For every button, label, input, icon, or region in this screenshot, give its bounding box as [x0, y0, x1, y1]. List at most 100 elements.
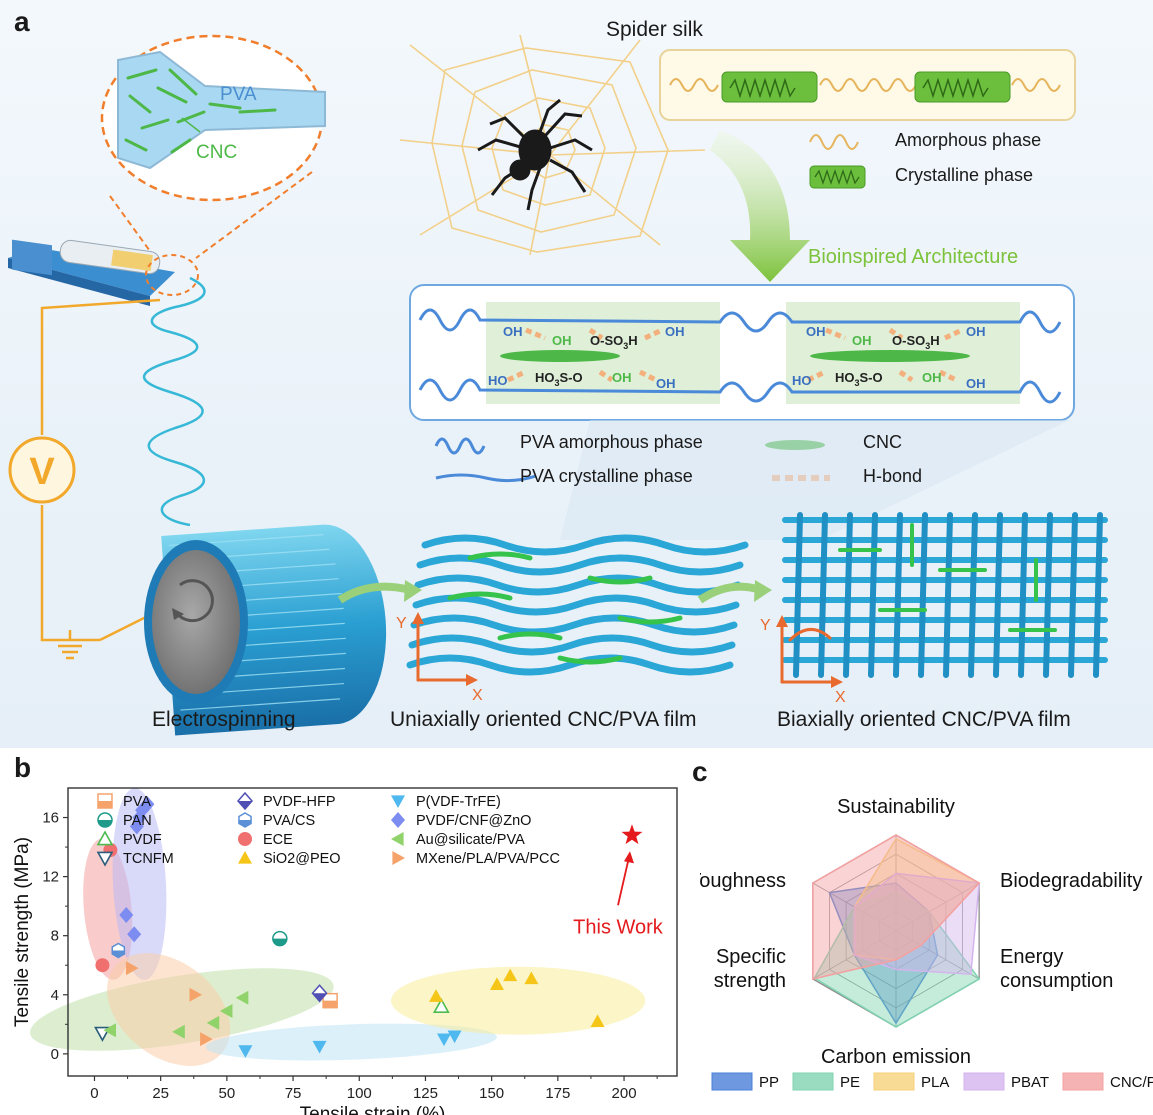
- data-point-mxene-pla-pva-pcc: [125, 961, 139, 976]
- group-ellipse-4: [205, 1023, 497, 1061]
- biaxial-axis-y: Y: [760, 617, 771, 634]
- legend-label: ECE: [263, 832, 293, 848]
- chem-ho3s-1: HO3S-O: [535, 370, 583, 388]
- group-ellipse-3: [107, 953, 231, 1066]
- data-point-pvdf-hfp: [311, 984, 328, 1003]
- chem-oh-10: OH: [966, 376, 986, 391]
- legend-cnc: CNC: [863, 432, 902, 452]
- legend-label: CNC/PVA: [1110, 1074, 1153, 1091]
- data-point-pvdf: [432, 997, 450, 1013]
- legend-label: P(VDF-TrFE): [416, 794, 501, 810]
- step-arrow-1: [337, 582, 411, 604]
- legend-label: Au@silicate/PVA: [416, 832, 525, 848]
- chem-ho-1: HO: [488, 373, 508, 388]
- panel-a: PVA CNC V: [0, 0, 1153, 748]
- data-point-mxene-pla-pva-pcc: [200, 1032, 213, 1047]
- legend-marker: [238, 832, 252, 846]
- spider-icon: [477, 98, 593, 211]
- voltmeter-icon: [8, 436, 76, 504]
- panel-c-label: c: [692, 756, 708, 787]
- chem-oh-1: OH: [503, 324, 523, 339]
- data-point-pan: [272, 930, 288, 947]
- data-point-pvdf-cnf-zno: [140, 796, 155, 813]
- legend-label: PVA: [123, 794, 151, 810]
- data-point-p-vdf-trfe-: [447, 1030, 462, 1044]
- legend-label: PBAT: [1011, 1074, 1049, 1091]
- legend-amorphous-phase: Amorphous phase: [895, 130, 1042, 150]
- radar-series-cnc-pva: [812, 834, 981, 980]
- zoom-pva-label: PVA: [220, 84, 257, 105]
- legend-label: SiO2@PEO: [263, 851, 341, 867]
- legend-swatch: [873, 1072, 915, 1091]
- caption-biaxial: Biaxially oriented CNC/PVA film: [777, 708, 1071, 731]
- chem-oh-3: OH: [665, 324, 685, 339]
- legend-label: TCNFM: [123, 851, 174, 867]
- chem-oh-2: OH: [552, 333, 572, 348]
- x-axis-label: Tensile strain (%): [300, 1104, 446, 1115]
- data-point-p-vdf-trfe-: [436, 1033, 451, 1047]
- legend-marker: [392, 851, 405, 865]
- data-point-pvdf-cnf-zno: [119, 907, 134, 924]
- data-point-pva-cs: [111, 942, 126, 959]
- y-tick-label: 0: [51, 1046, 59, 1063]
- legend-label: PE: [840, 1074, 860, 1091]
- x-tick-label: 75: [285, 1085, 302, 1102]
- x-tick-label: 100: [347, 1085, 372, 1102]
- silk-legend: [809, 134, 866, 189]
- biaxial-film: [776, 512, 1108, 688]
- data-point-au-silicate-pva: [219, 1004, 233, 1019]
- syringe-pump: [8, 239, 199, 306]
- legend-label: PVDF: [123, 832, 162, 848]
- y-tick-label: 12: [42, 869, 59, 886]
- x-tick-label: 150: [479, 1085, 504, 1102]
- electrospinning-jet: [143, 276, 206, 527]
- x-tick-label: 175: [545, 1085, 570, 1102]
- legend-pva-crystalline: PVA crystalline phase: [520, 466, 693, 486]
- silk-chain-box: [659, 49, 1076, 121]
- x-tick-label: 25: [152, 1085, 169, 1102]
- x-tick-label: 0: [90, 1085, 98, 1102]
- legend-label: PP: [759, 1074, 779, 1091]
- plot-frame: [67, 787, 678, 1077]
- uniaxial-axis-y: Y: [396, 615, 407, 632]
- chem-so3h-1: O-SO3H: [590, 333, 638, 351]
- spider-web-icon: [399, 34, 706, 256]
- radar-axis-label: Biodegradability: [1000, 870, 1142, 892]
- caption-electrospinning: Electrospinning: [152, 708, 296, 731]
- data-point-pva: [322, 992, 338, 1009]
- legend-marker: [391, 812, 405, 828]
- legend-label: PLA: [921, 1074, 949, 1091]
- legend-marker: [97, 793, 113, 809]
- y-tick-label: 4: [51, 987, 59, 1004]
- legend-marker: [391, 832, 404, 846]
- data-point-p-vdf-trfe-: [238, 1045, 253, 1058]
- data-point-ece: [95, 958, 110, 973]
- y-axis-label: Tensile strength (MPa): [12, 837, 33, 1027]
- chem-so3h-2: O-SO3H: [892, 333, 940, 351]
- step-arrow-2: [697, 582, 762, 604]
- this-work-arrow: [617, 857, 630, 906]
- legend-label: MXene/PLA/PVA/PCC: [416, 851, 560, 867]
- x-tick-label: 125: [413, 1085, 438, 1102]
- legend-marker: [391, 795, 405, 808]
- legend-marker: [96, 830, 114, 846]
- legend-swatch: [1062, 1072, 1104, 1091]
- data-point-sio2-peo: [489, 977, 504, 991]
- data-point-p-vdf-trfe-: [312, 1040, 327, 1054]
- group-ellipse-5: [391, 966, 646, 1035]
- x-tick-label: 50: [219, 1085, 236, 1102]
- data-point-pvdf-cnf-zno: [132, 809, 147, 826]
- data-point-mxene-pla-pva-pcc: [189, 987, 203, 1002]
- chem-oh-4: OH: [612, 370, 632, 385]
- data-point-au-silicate-pva: [235, 990, 249, 1005]
- legend-marker: [237, 791, 253, 811]
- voltage-circuit: V: [8, 298, 181, 660]
- data-point-sio2-peo: [524, 971, 539, 985]
- data-point-sio2-peo: [503, 968, 518, 982]
- group-ellipse-1: [112, 788, 167, 980]
- this-work-star: [621, 824, 643, 845]
- biaxial-axis-x: X: [835, 689, 846, 706]
- x-tick-label: 200: [612, 1085, 637, 1102]
